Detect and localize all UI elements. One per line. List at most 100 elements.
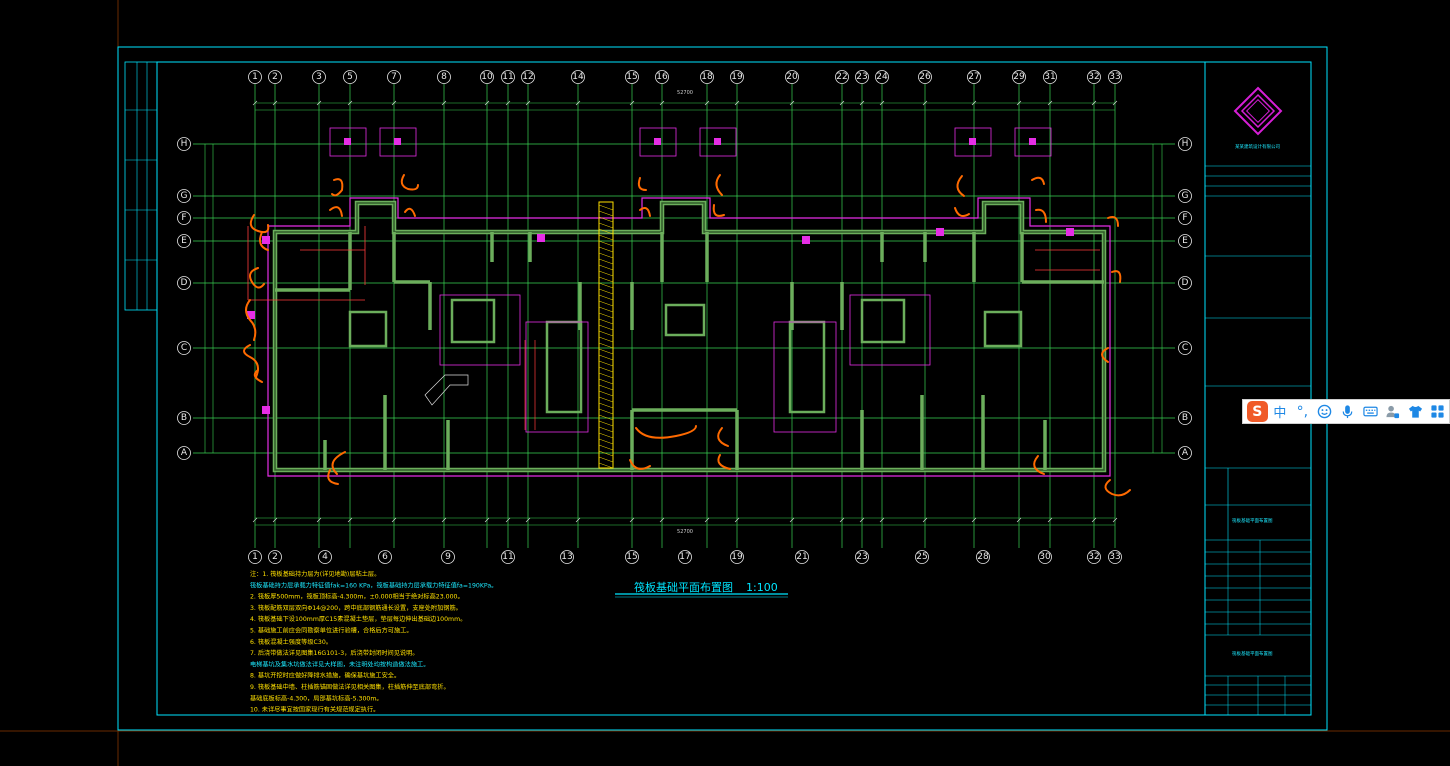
axis-bubble-top-label: 22: [836, 72, 847, 82]
axis-bubble-top-circle: [480, 70, 494, 84]
dim-tick: [1047, 100, 1053, 106]
markup-scribble: [635, 425, 697, 439]
title-block-sign-rows: [1205, 540, 1311, 715]
strip-hatch: [598, 432, 614, 439]
markup-scribble: [1107, 216, 1119, 227]
ime-user-button[interactable]: [1381, 400, 1404, 423]
axis-bubble-top-circle: [785, 70, 799, 84]
axis-bubble-top-circle: [967, 70, 981, 84]
strip-hatch: [598, 426, 614, 433]
ime-skin-button[interactable]: [1404, 400, 1427, 423]
pit-outline: [773, 321, 837, 433]
tshirt-icon: [1408, 405, 1422, 418]
ime-logo-button[interactable]: S: [1246, 400, 1269, 423]
ime-keyboard-button[interactable]: [1359, 400, 1382, 423]
axis-bubble-right-label: C: [1182, 343, 1188, 353]
dim-tick: [391, 517, 397, 523]
strip-hatch: [598, 270, 614, 277]
raft-outline: [267, 197, 1111, 477]
markup-scribble: [404, 207, 416, 217]
axis-bubble-bottom-label: 21: [796, 552, 807, 562]
axis-bubble-top-label: 1: [252, 72, 258, 82]
markup-scribble: [259, 231, 269, 251]
axis-bubble-left-label: C: [181, 343, 187, 353]
axis-bubble-top-label: 5: [347, 72, 353, 82]
axis-bubble-left-label: G: [181, 191, 188, 201]
note-line: 10. 未详尽事宜按国家现行有关规范规定执行。: [250, 706, 379, 714]
axis-bubble-top-label: 14: [572, 72, 584, 82]
axis-bubble-left-label: A: [181, 448, 188, 458]
axis-bubble-left-circle: [177, 341, 191, 355]
axis-bubble-bottom-circle: [855, 550, 869, 564]
axis-bubble-top-circle: [1012, 70, 1026, 84]
dim-tick: [789, 100, 795, 106]
axis-bubble-top-circle: [918, 70, 932, 84]
axis-bubble-top-label: 16: [656, 72, 668, 82]
axis-bubble-left-circle: [177, 189, 191, 203]
axis-bubble-top-label: 11: [502, 72, 513, 82]
dim-tick: [629, 517, 635, 523]
axis-bubble-bottom-label: 13: [561, 552, 572, 562]
ime-apps-button[interactable]: [1427, 400, 1450, 423]
markup-scribble: [329, 206, 343, 217]
detail-box: [329, 127, 367, 157]
axis-bubble-bottom-circle: [378, 550, 392, 564]
axis-bubble-left-circle: [177, 276, 191, 290]
pit-box: [450, 298, 496, 344]
axis-bubble-top-circle: [521, 70, 535, 84]
axis-bubble-top-circle: [387, 70, 401, 84]
detail-marker: [344, 138, 351, 145]
note-line: 3. 筏板配筋双层双向Φ14@200，跨中底部钢筋通长设置，支座处附加钢筋。: [250, 604, 462, 612]
axis-bubble-top-circle: [700, 70, 714, 84]
axis-bubble-bottom-circle: [501, 550, 515, 564]
axis-bubble-bottom-label: 19: [731, 552, 743, 562]
apps-grid-icon: [1431, 405, 1444, 418]
drawing-scale: 1:100: [746, 581, 778, 594]
axis-bubble-top-circle: [875, 70, 889, 84]
markup-scribble: [1035, 208, 1047, 223]
axis-bubble-top-label: 10: [481, 72, 493, 82]
dim-tick: [659, 517, 665, 523]
axis-bubble-left-label: E: [181, 236, 187, 246]
strip-hatch: [598, 228, 614, 235]
ime-mode-toggle[interactable]: 中: [1273, 406, 1287, 421]
dim-tick: [1016, 517, 1022, 523]
markup-scribble: [331, 178, 344, 197]
axis-bubble-bottom-circle: [976, 550, 990, 564]
axis-bubble-bottom-circle: [560, 550, 574, 564]
foundation-plan: [243, 127, 1131, 497]
dim-tick: [316, 517, 322, 523]
axis-bubble-top-label: 26: [919, 72, 931, 82]
axis-bubble-bottom-circle: [1038, 550, 1052, 564]
axis-bubble-right-circle: [1178, 341, 1192, 355]
markup-scribble: [327, 469, 339, 485]
title-block-drawing-name: 筏板基础平面布置图: [1232, 517, 1273, 524]
dim-tick: [272, 100, 278, 106]
axis-bubble-left-label: D: [181, 278, 188, 288]
axis-bubble-top-label: 18: [701, 72, 713, 82]
strip-hatch: [598, 234, 614, 241]
dim-tick: [971, 100, 977, 106]
ime-emoji-button[interactable]: [1314, 400, 1337, 423]
ime-punctuation-toggle[interactable]: °,: [1296, 403, 1309, 420]
markup-scribble: [954, 207, 970, 217]
markup-scribble: [715, 174, 723, 196]
strip-hatch: [598, 390, 614, 397]
detail-marker: [654, 138, 661, 145]
ime-toolbar[interactable]: S 中 °,: [1242, 399, 1450, 424]
axis-bubble-left-circle: [177, 446, 191, 460]
ime-voice-button[interactable]: [1336, 400, 1359, 423]
markup-scribble: [245, 299, 257, 341]
axis-bubble-left-label: F: [181, 213, 186, 223]
note-line: 基础底板标高-4.300，局部基坑标高-5.300m。: [250, 694, 383, 702]
axis-bubble-top-label: 12: [522, 72, 533, 82]
dim-tick: [505, 517, 511, 523]
axis-bubble-top-circle: [855, 70, 869, 84]
dim-tick: [347, 100, 353, 106]
markup-scribble: [717, 427, 729, 447]
user-tools-icon: [1386, 405, 1400, 419]
axis-bubble-top-circle: [248, 70, 262, 84]
axis-bubble-top-label: 29: [1013, 72, 1025, 82]
detail-box: [379, 127, 417, 157]
